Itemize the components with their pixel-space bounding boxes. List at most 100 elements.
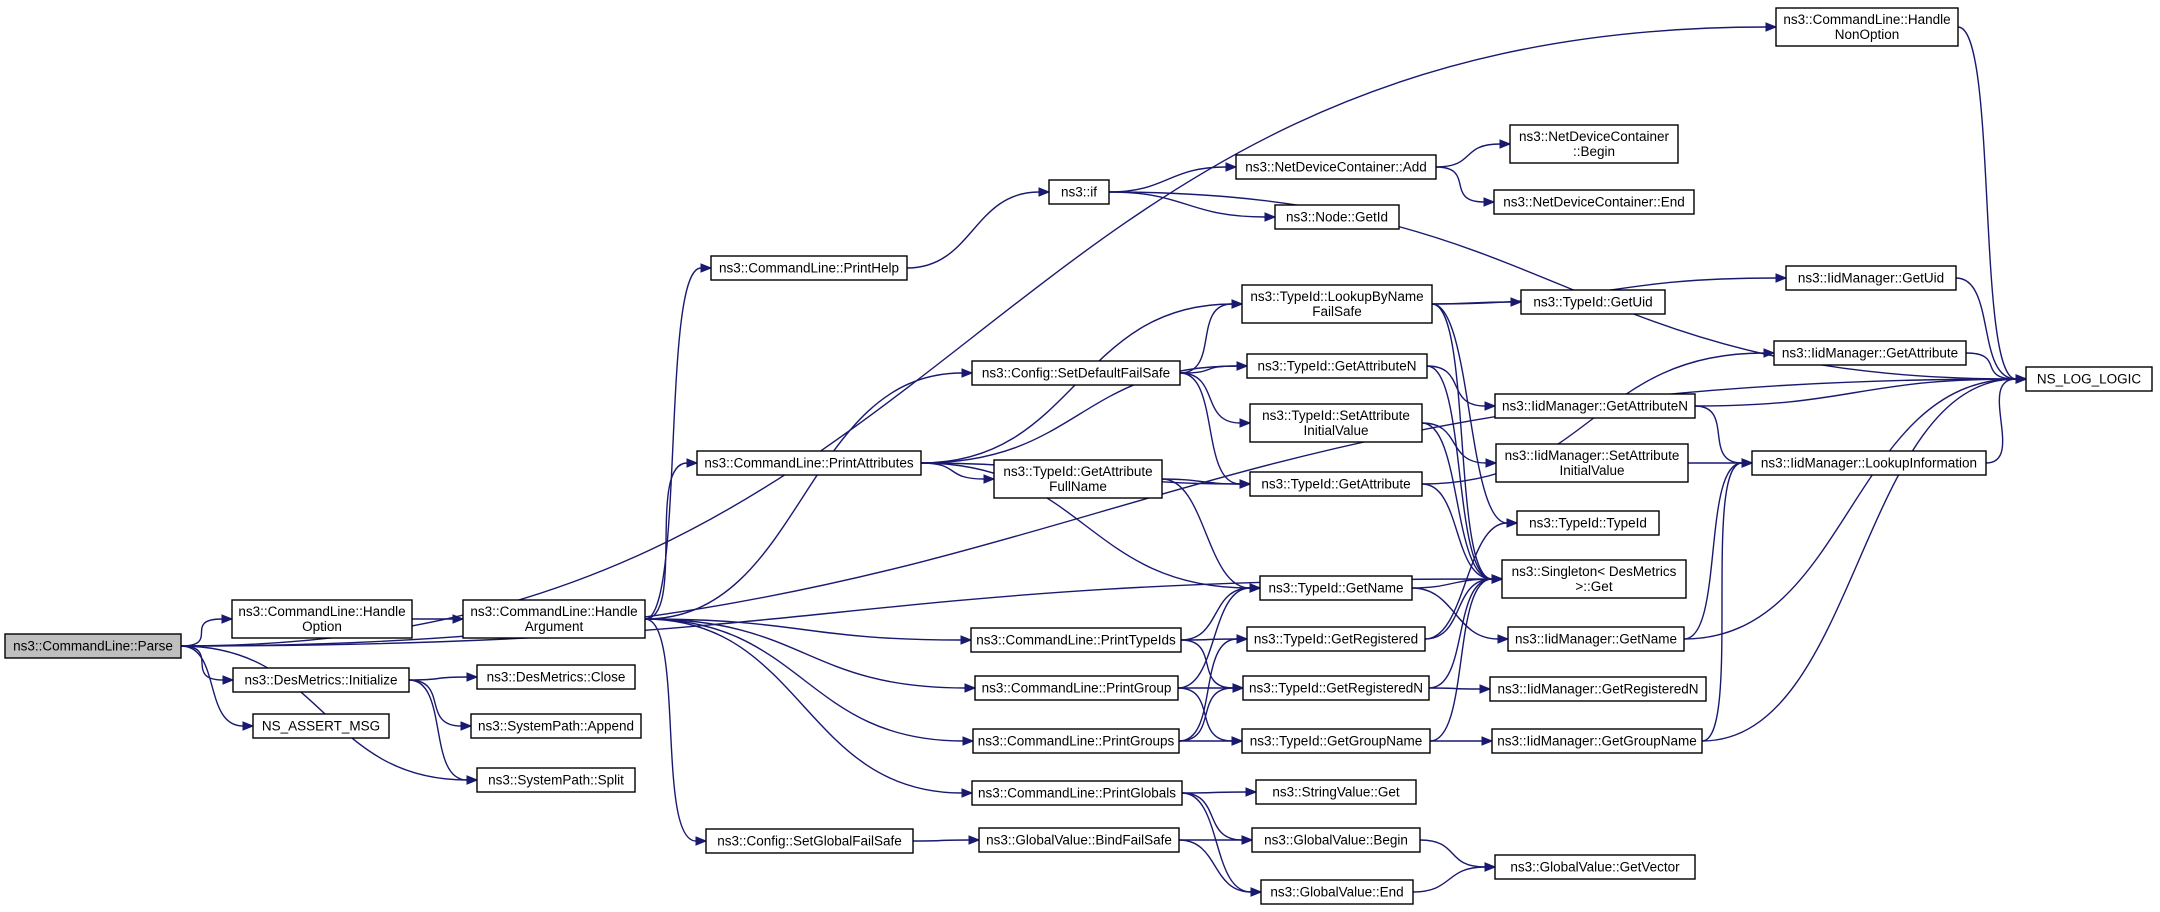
node-systempath_split[interactable]: ns3::SystemPath::Split [476, 767, 636, 793]
edge-print_typeids-to-typeid_getregisteredn [1180, 639, 1234, 689]
node-print_groups[interactable]: ns3::CommandLine::PrintGroups [972, 728, 1180, 754]
node-desmetrics_init[interactable]: ns3::DesMetrics::Initialize [232, 667, 410, 693]
arrowhead-desmetrics_init [222, 675, 235, 685]
node-netdevice_end[interactable]: ns3::NetDeviceContainer::End [1493, 189, 1695, 215]
arrowhead-ns_log_logic [2015, 374, 2028, 384]
node-box [231, 599, 413, 639]
arrowhead-netdevice_end [1483, 197, 1496, 207]
node-netdevice_add[interactable]: ns3::NetDeviceContainer::Add [1235, 154, 1437, 180]
edge-typeid_getregistered-to-typeid_typeid [1424, 522, 1508, 640]
node-label: ns3::NetDeviceContainer [1519, 129, 1670, 144]
node-box [1241, 284, 1433, 324]
edge-typeid_setattrinitial-to-iidmgr_setattrinitial [1421, 422, 1487, 464]
node-typeid_getregisteredn[interactable]: ns3::TypeId::GetRegisteredN [1242, 675, 1430, 701]
node-typeid_getname[interactable]: ns3::TypeId::GetName [1259, 575, 1413, 601]
node-ns_log_logic[interactable]: NS_LOG_LOGIC [2025, 366, 2153, 392]
node-typeid_typeid[interactable]: ns3::TypeId::TypeId [1516, 510, 1660, 536]
node-print_typeids[interactable]: ns3::CommandLine::PrintTypeIds [970, 627, 1182, 653]
node-typeid_getattributen[interactable]: ns3::TypeId::GetAttributeN [1246, 353, 1428, 379]
edge-ns3_if-to-ns_log_logic [1108, 191, 2017, 380]
node-label: ns3::TypeId::GetGroupName [1250, 734, 1423, 749]
node-print_attributes[interactable]: ns3::CommandLine::PrintAttributes [696, 450, 922, 476]
arrowhead-stringvalue_get [1245, 787, 1258, 797]
arrowhead-iidmgr_lookupinformation [1741, 458, 1754, 468]
arrowhead-iidmgr_getregisteredn [1479, 684, 1492, 694]
edge-print_attributes-to-typeid_getname [920, 462, 1251, 589]
node-iidmgr_getuid[interactable]: ns3::IidManager::GetUid [1785, 265, 1957, 291]
node-label: ns3::TypeId::GetAttributeN [1257, 359, 1416, 374]
node-box [974, 675, 1179, 701]
node-systempath_append[interactable]: ns3::SystemPath::Append [470, 713, 642, 739]
node-ns3_if[interactable]: ns3::if [1048, 179, 1110, 205]
node-label: ns3::GlobalValue::BindFailSafe [986, 833, 1172, 848]
node-box [1516, 510, 1660, 536]
edge-print_group-to-typeid_getgroupname [1177, 687, 1233, 742]
edge-config_setglobal-to-globalvalue_bindfailsafe [912, 839, 970, 842]
edge-typeid_lookupbyname-to-typeid_typeid [1431, 303, 1508, 524]
node-config_setdefault[interactable]: ns3::Config::SetDefaultFailSafe [971, 360, 1181, 386]
arrowhead-typeid_getattribute [1239, 479, 1252, 489]
node-label: ns3::IidManager::GetRegisteredN [1497, 682, 1698, 697]
edge-print_globals-to-globalvalue_begin [1181, 792, 1243, 841]
node-label: ns3::TypeId::SetAttribute [1262, 408, 1410, 423]
edge-typeid_getname-to-iidmgr_getname [1411, 587, 1499, 640]
node-parse[interactable]: ns3::CommandLine::Parse [4, 633, 182, 659]
edge-parse-to-singleton_get [180, 578, 1493, 647]
node-box [1775, 7, 1959, 47]
node-print_help[interactable]: ns3::CommandLine::PrintHelp [710, 255, 908, 281]
node-box [462, 599, 646, 639]
call-graph-nodes: ns3::CommandLine::Parsens3::CommandLine:… [4, 7, 2153, 905]
node-globalvalue_begin[interactable]: ns3::GlobalValue::Begin [1251, 827, 1421, 853]
node-typeid_getregistered[interactable]: ns3::TypeId::GetRegistered [1246, 626, 1426, 652]
node-desmetrics_close[interactable]: ns3::DesMetrics::Close [476, 664, 636, 690]
edge-typeid_lookupbyname-to-typeid_getuid [1431, 301, 1512, 305]
node-iidmgr_getattributen[interactable]: ns3::IidManager::GetAttributeN [1494, 393, 1696, 419]
node-globalvalue_getvector[interactable]: ns3::GlobalValue::GetVector [1494, 854, 1696, 880]
node-globalvalue_end[interactable]: ns3::GlobalValue::End [1260, 879, 1414, 905]
edge-desmetrics_init-to-systempath_split [408, 679, 468, 781]
node-typeid_getuid[interactable]: ns3::TypeId::GetUid [1520, 289, 1666, 315]
edge-typeid_getattrfullname-to-typeid_getattribute [1161, 478, 1241, 485]
node-print_globals[interactable]: ns3::CommandLine::PrintGlobals [971, 780, 1183, 806]
node-netdevice_begin[interactable]: ns3::NetDeviceContainer::Begin [1509, 124, 1679, 164]
edge-iidmgr_getgroupname-to-iidmgr_lookupinformation [1701, 462, 1743, 742]
node-iidmgr_getname[interactable]: ns3::IidManager::GetName [1507, 626, 1685, 652]
node-box [1493, 189, 1695, 215]
node-stringvalue_get[interactable]: ns3::StringValue::Get [1255, 779, 1417, 805]
node-typeid_getgroupname[interactable]: ns3::TypeId::GetGroupName [1241, 728, 1431, 754]
node-box [1241, 728, 1431, 754]
node-print_group[interactable]: ns3::CommandLine::PrintGroup [974, 675, 1179, 701]
arrowhead-config_setglobal [695, 836, 708, 846]
node-iidmgr_lookupinformation[interactable]: ns3::IidManager::LookupInformation [1751, 450, 1987, 476]
node-config_setglobal[interactable]: ns3::Config::SetGlobalFailSafe [705, 828, 914, 854]
node-box [2025, 366, 2153, 392]
node-box [1491, 728, 1703, 754]
node-label: NonOption [1835, 27, 1900, 42]
node-iidmgr_getgroupname[interactable]: ns3::IidManager::GetGroupName [1491, 728, 1703, 754]
node-label: ns3::CommandLine::Parse [13, 639, 173, 654]
edge-globalvalue_end-to-globalvalue_getvector [1412, 866, 1486, 893]
edge-iidmgr_getattributen-to-ns_log_logic [1694, 378, 2017, 407]
node-label: ns3::IidManager::GetAttribute [1782, 346, 1958, 361]
node-iidmgr_getattribute[interactable]: ns3::IidManager::GetAttribute [1773, 340, 1967, 366]
node-box [1246, 353, 1428, 379]
node-ns_assert_msg[interactable]: NS_ASSERT_MSG [252, 713, 390, 739]
node-box [1751, 450, 1987, 476]
node-iidmgr_setattrinitial[interactable]: ns3::IidManager::SetAttributeInitialValu… [1495, 443, 1689, 483]
node-typeid_getattribute[interactable]: ns3::TypeId::GetAttribute [1249, 471, 1423, 497]
node-iidmgr_getregisteredn[interactable]: ns3::IidManager::GetRegisteredN [1489, 676, 1707, 702]
node-label: ns3::CommandLine::Handle [238, 604, 405, 619]
node-singleton_get[interactable]: ns3::Singleton< DesMetrics >::Get [1501, 559, 1687, 599]
edge-typeid_getregisteredn-to-iidmgr_getregisteredn [1428, 687, 1481, 690]
node-globalvalue_bindfailsafe[interactable]: ns3::GlobalValue::BindFailSafe [978, 827, 1180, 853]
edge-print_globals-to-stringvalue_get [1181, 791, 1247, 794]
arrowhead-globalvalue_begin [1241, 835, 1254, 845]
node-node_getid[interactable]: ns3::Node::GetId [1274, 204, 1400, 230]
node-box [1260, 879, 1414, 905]
